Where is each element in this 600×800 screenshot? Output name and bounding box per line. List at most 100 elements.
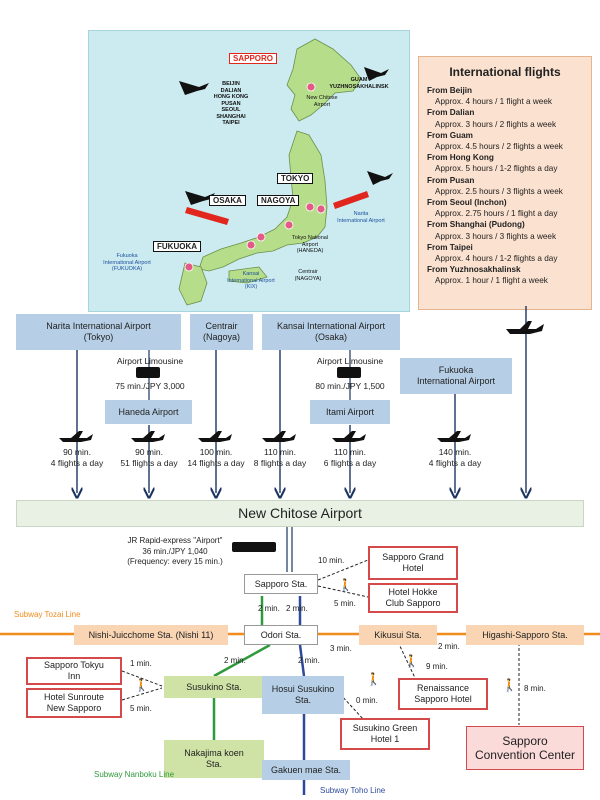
time-green: 0 min. — [356, 696, 378, 705]
limousine-tokyo-time: 75 min./JPY 3,000 — [115, 381, 185, 391]
sapporo-convention-center: Sapporo Convention Center — [466, 726, 584, 770]
time-odori-susukino: 2 min. — [224, 656, 246, 665]
hosui-susukino-station: Hosui Susukino Sta. — [262, 676, 344, 714]
arrow-narita-icon — [333, 191, 369, 209]
flight-time: 140 min. — [438, 447, 472, 457]
intl-detail: Approx. 4 hours / 1 flight a week — [435, 97, 552, 107]
itami-airport-box: Itami Airport — [310, 400, 390, 424]
international-title: International flights — [449, 65, 561, 79]
plane-icon — [59, 431, 93, 442]
nishi-juicchome-station: Nishi-Juicchome Sta. (Nishi 11) — [74, 625, 228, 645]
narita-airport-box: Narita International Airport (Tokyo) — [16, 314, 181, 350]
nanboku-line-label: Subway Nanboku Line — [94, 770, 175, 779]
time-tokyu: 1 min. — [130, 659, 152, 668]
time-odori-hosui: 2 min. — [298, 656, 320, 665]
intl-origin: From Guam — [427, 130, 473, 140]
flight-time: 110 min. — [264, 447, 296, 457]
walker-icon: 🚶 — [404, 654, 419, 668]
flight-time: 90 min. — [135, 447, 163, 457]
intl-origin: From Hong Kong — [427, 153, 494, 163]
origin-cities: BEIJIN DALIAN HONG KONG PUSAN SEOUL SHAN… — [213, 81, 249, 126]
kikusui-station: Kikusui Sta. — [359, 625, 437, 645]
flight-frequency: 6 flights a day — [323, 458, 377, 468]
intl-detail: Approx. 2.5 hours / 3 flights a week — [435, 186, 563, 196]
nagoya-label: NAGOYA — [257, 195, 300, 206]
intl-origin: From Pusan — [427, 175, 475, 185]
centrair-map-label: Centrair (NAGOYA) — [294, 269, 322, 282]
intl-detail: Approx. 4 hours / 1-2 flights a day — [435, 254, 558, 264]
flight-frequency: 4 flights a day — [50, 458, 104, 468]
fukuoka-map-label: Fukuoka International Airport (FUKUOKA) — [103, 253, 151, 272]
odori-station: Odori Sta. — [244, 625, 318, 645]
tozai-line-label: Subway Tozai Line — [14, 610, 81, 619]
susukino-station: Susukino Sta. — [164, 676, 264, 698]
intl-origin: From Beijin — [427, 86, 473, 95]
plane-icon — [367, 171, 393, 185]
walker-icon: 🚶 — [134, 678, 149, 692]
limousine-tokyo-label: Airport Limousine — [116, 356, 184, 366]
walker-icon: 🚶 — [502, 678, 517, 692]
intl-detail: Approx. 4.5 hours / 2 flights a week — [435, 142, 563, 152]
time-convention: 8 min. — [524, 684, 546, 693]
hotel-sapporo-grand: Sapporo Grand Hotel — [368, 546, 458, 580]
intl-origin: From Seoul (Inchon) — [427, 198, 507, 208]
haneda-map-label: Tokyo National Airport (HANEDA) — [291, 235, 329, 254]
time-sunroute: 5 min. — [130, 704, 152, 713]
plane-icon — [179, 81, 209, 95]
plane-icon — [262, 431, 296, 442]
plane-icon — [185, 191, 215, 205]
new-chitose-map-label: New Chitose Airport — [306, 95, 338, 108]
limousine-osaka-label: Airport Limousine — [316, 356, 384, 366]
plane-icon — [198, 431, 232, 442]
hotel-sapporo-tokyu-inn: Sapporo Tokyu Inn — [26, 657, 122, 685]
walker-icon: 🚶 — [366, 672, 381, 686]
fukuoka-airport-box: Fukuoka International Airport — [400, 358, 512, 394]
flight-time: 110 min. — [334, 447, 366, 457]
toho-line-label: Subway Toho Line — [320, 786, 386, 795]
hotel-hokke-club: Hotel Hokke Club Sapporo — [368, 583, 458, 613]
gakuen-mae-station: Gakuen mae Sta. — [262, 760, 350, 780]
haneda-airport-box: Haneda Airport — [105, 400, 192, 424]
intl-detail: Approx. 3 hours / 2 flights a week — [435, 119, 557, 129]
time-kikusui: 2 min. — [438, 642, 460, 651]
intl-origin: From Dalian — [427, 108, 475, 118]
time-renaissance: 9 min. — [426, 662, 448, 671]
plane-icon — [332, 431, 366, 442]
walker-icon: 🚶 — [338, 578, 353, 592]
time-hokke: 5 min. — [334, 599, 356, 608]
japan-map-graphic — [178, 38, 393, 306]
intl-detail: Approx. 2.75 hours / 1 flight a day — [435, 209, 558, 219]
flight-frequency: 51 flights a day — [120, 458, 178, 468]
flight-time: 90 min. — [63, 447, 91, 457]
kansai-airport-box: Kansai International Airport (Osaka) — [262, 314, 400, 350]
plane-icon — [506, 321, 544, 334]
hotel-renaissance: Renaissance Sapporo Hotel — [398, 678, 488, 710]
guam-label: GUAM YUZHNOSAKHALINSK — [329, 77, 389, 90]
sapporo-label: SAPPORO — [229, 53, 278, 64]
intl-detail: Approx. 5 hours / 1-2 flights a day — [435, 164, 558, 174]
time-odori-higashi: 3 min. — [330, 644, 352, 653]
intl-origin: From Shanghai (Pudong) — [427, 220, 525, 230]
japan-map: SAPPORO TOKYO OSAKA NAGOYA FUKUOKA BEIJI… — [88, 30, 410, 312]
higashi-sapporo-station: Higashi-Sapporo Sta. — [466, 625, 584, 645]
osaka-label: OSAKA — [209, 195, 246, 206]
arrow-osaka-icon — [185, 207, 229, 225]
fukuoka-label: FUKUOKA — [153, 241, 201, 252]
time-sapporo-odori-nanboku: 2 min. — [258, 604, 280, 613]
intl-origin: From Taipei — [427, 242, 473, 252]
intl-detail: Approx. 3 hours / 3 flights a week — [435, 231, 557, 241]
flight-frequency: 4 flights a day — [428, 458, 482, 468]
intl-origin: From Yuzhnosakhalinsk — [427, 265, 521, 275]
narita-map-label: Narita International Airport — [337, 211, 385, 224]
centrair-airport-box: Centrair (Nagoya) — [190, 314, 253, 350]
new-chitose-box: New Chitose Airport — [16, 500, 584, 527]
jr-rapid-info: JR Rapid-express "Airport" 36 min./JPY 1… — [127, 536, 223, 566]
flight-frequency: 14 flights a day — [187, 458, 245, 468]
plane-icon — [437, 431, 471, 442]
hotel-susukino-green: Susukino Green Hotel 1 — [340, 718, 430, 750]
hotel-sunroute: Hotel Sunroute New Sapporo — [26, 688, 122, 718]
nakajima-koen-station: Nakajima koen Sta. — [164, 740, 264, 778]
time-sapporo-odori-toho: 2 min. — [286, 604, 308, 613]
